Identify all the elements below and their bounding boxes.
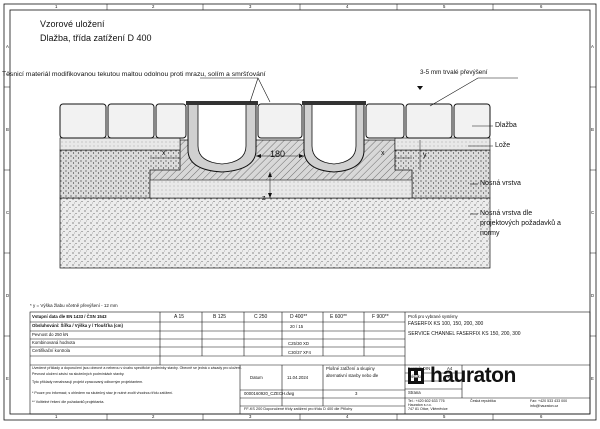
paver-2 [107,103,155,139]
drawing-caption: FF-KS 200 Doporučené třídy zatížení pro … [244,407,353,411]
row-label: B [591,127,594,132]
row-label: E [6,376,9,381]
tb-row4-label: Kombinovaná hodnota [32,340,76,345]
col-label: 3 [249,4,252,9]
callout-bedding: Lože [495,142,511,149]
product-line-1: FASERFIX KS 100, 150, 200, 300 [408,321,484,327]
company-logo: hauraton [430,364,516,387]
class-a15: A 15 [174,314,185,320]
product-line-2: SERVICE CHANNEL FASERFIX KS 150, 200, 30… [408,331,521,337]
d400-concrete-2: C30/37 XF4 [288,350,311,355]
drawing-title: Vzorové uložení [40,19,105,29]
col-label: 5 [443,414,446,419]
hauraton-logo-mark [408,368,424,384]
col-label: 2 [152,414,155,419]
callout-sealant: Těsnicí materiál modifikovanou tekutou m… [2,71,266,78]
address-2: Hauraton s.r.o. [408,403,432,407]
d400-thickness: 20 / 15 [290,324,304,329]
row-label: B [6,127,9,132]
subbase-layer [59,197,491,269]
paver-1 [59,103,107,139]
date-value: 11.04.2024 [287,375,309,380]
bedding-left [59,137,181,151]
sheet-label: Strana [408,390,421,395]
address-1: Tel.: +420 602 633 776 [408,399,445,403]
paver-6 [453,103,491,139]
drawing-number: 0000160920_CZECH.dwg [244,391,295,396]
row-label: A [591,44,594,49]
drawing-subtitle: Dlažba, třída zatížení D 400 [40,33,152,43]
product-line-0: Profi pro vybrané systémy [408,314,458,319]
class-e600: E 600** [330,314,347,320]
paver-middle [257,103,303,139]
class-f900: F 900** [372,314,389,320]
paver-4 [365,103,405,139]
grate-left [186,101,258,105]
row-label: C [591,210,595,215]
col-label: 1 [55,4,58,9]
class-c250: C 250 [254,314,268,320]
disclaimer-1: Uvedené příklady a doporučení jsou obecn… [32,366,242,370]
note-label-2: alternativní stavby nebo dle [326,373,379,378]
disclaimer-5: ** Volitelné řešení dle požadavků projek… [32,400,105,404]
class-d400: D 400** [290,314,308,320]
col-label: 4 [346,4,349,9]
callout-subbase: normy [480,230,500,237]
footnote: * y = Výška žlabu včetně převýšení - 12 … [30,303,118,308]
contact-fax: Fax: +420 533 433 000 [530,399,568,403]
dimension-180: 180 [270,149,286,159]
note-label: Plošné zatížení a skupiny [326,366,375,371]
sheet-number: 3 [355,391,358,396]
tb-row1-label: Vstupní data dle EN 1433 / ČSN 1543 [32,314,107,319]
tb-row2-label: Obsluhování: Šířka / Výška y / Tloušťka … [32,323,123,328]
dimension-z: z [262,195,266,202]
callout-paving: Dlažba [495,122,517,129]
title-block-grid [29,311,591,415]
row-label: E [591,376,594,381]
contact-email: info@hauraton.cz [530,404,559,408]
row-label: D [6,293,10,298]
col-label: 2 [152,4,155,9]
paver-3 [155,103,187,139]
format-value: A4 [447,366,453,371]
format-label: Formát DIN [408,366,431,371]
row-label: A [6,44,9,49]
dimension-x-right: x [381,150,385,157]
scale-label: Měřítko [408,374,423,379]
col-label: 6 [540,414,543,419]
col-label: 4 [346,414,349,419]
row-label: D [591,293,595,298]
disclaimer-4: * Pouze pro informaci; s ohledem na skut… [32,391,174,395]
disclaimer-2: Pevnost uložení závisí na skutečných pod… [32,372,125,376]
tb-row3-label: Pevnost do 250 kN [32,332,69,337]
dimension-x-left: x [162,150,166,157]
grate-right [302,101,366,105]
paver-5 [405,103,453,139]
scale-value: 1:5 [447,374,453,379]
dimension-y: y [423,152,427,159]
callout-subbase: projektových požadavků a [480,220,561,227]
col-label: 3 [249,414,252,419]
col-label: 1 [55,414,58,419]
d400-concrete-1: C25/30 XD [288,341,310,346]
callout-subbase: Nosná vrstva dle [480,210,533,217]
address-4: Česká republika [470,399,496,403]
address-3: 747 81 Otice, Viléměvice [408,407,448,411]
class-b125: B 125 [213,314,227,320]
row-label: C [6,210,10,215]
callout-gap: 3-5 mm trvalé převýšení [420,69,488,76]
callout-base: Nosná vrstva [480,180,521,187]
disclaimer-3: Tyto příklady nenahrazují projekt zpraco… [32,380,144,384]
col-label: 5 [443,4,446,9]
col-label: 6 [540,4,543,9]
bedding-right [394,137,491,151]
tb-row5-label: Certifikační kontrola [32,348,70,353]
date-label: Datum [250,375,263,380]
